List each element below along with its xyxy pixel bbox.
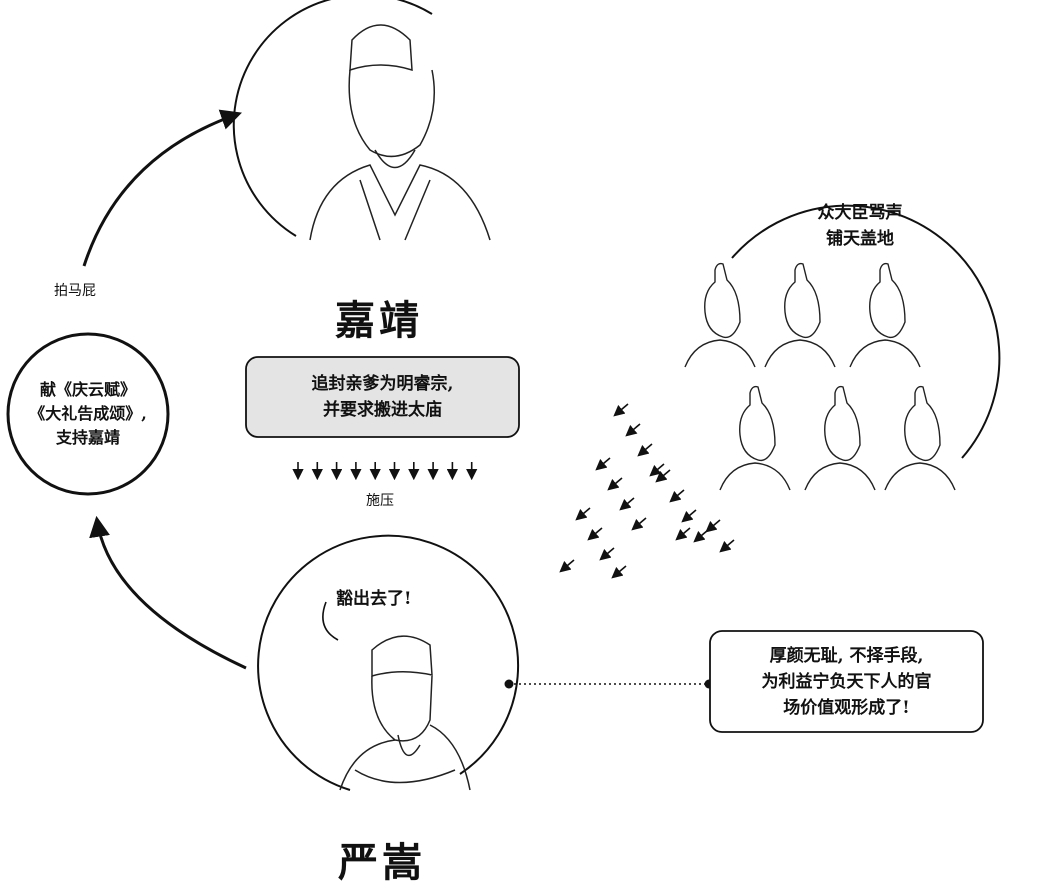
- diagonal-arrow: [575, 507, 591, 521]
- diagonal-arrow: [719, 539, 735, 553]
- emperor-portrait-circle: [232, 0, 433, 237]
- right-box-line-2: 为利益宁负天下人的官: [761, 671, 932, 692]
- right-box: [709, 630, 984, 733]
- right-box-line-1: 厚颜无耻, 不择手段,: [769, 645, 924, 666]
- center-box-line-2: 并要求搬进太庙: [322, 400, 442, 420]
- arrow-left-to-emperor: [82, 109, 242, 267]
- ministers-text: 众大臣骂声 铺天盖地: [790, 198, 930, 254]
- left-circle: [6, 332, 170, 496]
- arrow-minister-to-left: [89, 515, 247, 670]
- diagonal-arrow: [599, 547, 615, 561]
- center-box-line-1: 追封亲爹为明睿宗,: [311, 374, 454, 394]
- minister-portrait-circle: [257, 534, 519, 791]
- diagonal-arrow: [681, 509, 697, 523]
- diagonal-arrow: [649, 463, 665, 477]
- ministers-line-2: 铺天盖地: [826, 229, 894, 249]
- minister-name: 严嵩: [338, 839, 426, 886]
- diagonal-arrow: [655, 469, 671, 483]
- ministers-figures: [684, 262, 956, 491]
- diagonal-arrow: [611, 565, 627, 579]
- minister-portrait: [339, 635, 471, 791]
- diagonal-arrows: [559, 403, 735, 579]
- diagonal-arrow: [587, 527, 603, 541]
- emperor-portrait: [309, 24, 491, 241]
- diagonal-arrow: [595, 457, 611, 471]
- left-circle-line-2: 《大礼告成颂》,: [29, 404, 147, 423]
- center-box: [245, 356, 520, 438]
- ministers-circle: [731, 204, 1001, 459]
- diagonal-arrow: [619, 497, 635, 511]
- right-box-line-3: 场价值观形成了!: [783, 697, 910, 718]
- ministers-line-1: 众大臣骂声: [817, 203, 903, 223]
- diagonal-arrow: [637, 443, 653, 457]
- right-box-text: 厚颜无耻, 不择手段, 为利益宁负天下人的官 场价值观形成了!: [710, 631, 983, 732]
- diagonal-arrow: [705, 519, 721, 533]
- left-circle-text: 献《庆云赋》 《大礼告成颂》, 支持嘉靖: [14, 368, 162, 460]
- center-box-text: 追封亲爹为明睿宗, 并要求搬进太庙: [246, 357, 519, 437]
- diagonal-arrow: [631, 517, 647, 531]
- pressure-arrows: [292, 462, 478, 481]
- diagonal-arrow: [693, 529, 709, 543]
- pressure-label: 施压: [366, 493, 394, 509]
- left-circle-line-3: 支持嘉靖: [55, 428, 120, 447]
- connector-dot-left: [504, 679, 514, 689]
- diagonal-arrow: [559, 559, 575, 573]
- diagonal-arrow: [669, 489, 685, 503]
- speech-text: 豁出去了!: [336, 589, 412, 609]
- emperor-name: 嘉靖: [335, 297, 423, 344]
- diagonal-arrow: [675, 527, 691, 541]
- speech-tail: [322, 601, 339, 641]
- diagonal-arrow: [625, 423, 641, 437]
- diagonal-arrow: [607, 477, 623, 491]
- flatter-label: 拍马屁: [54, 283, 96, 299]
- left-circle-line-1: 献《庆云赋》: [39, 380, 136, 399]
- diagonal-arrow: [613, 403, 629, 417]
